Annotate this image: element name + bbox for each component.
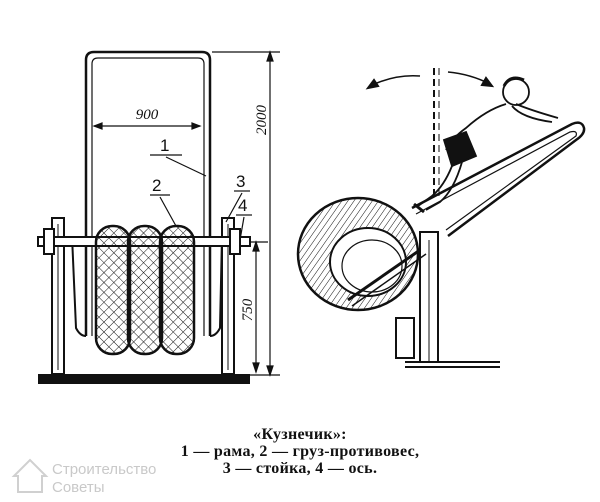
tire-3 [158,224,196,356]
callout-3: 3 [236,172,245,191]
dimension-750-label: 750 [240,298,256,321]
child-figure [413,76,559,214]
dimension-2000 [212,50,280,377]
dimension-750 [250,240,268,374]
caption-line1: 1 — рама, 2 — груз-противовес, [180,443,420,460]
callout-1: 1 [160,136,169,155]
callout-4: 4 [238,196,247,215]
watermark-line2: Советы [52,479,104,496]
side-rail-top [411,121,586,237]
frame [84,50,212,336]
watermark-line1: Строительство [52,461,156,478]
ground-base [38,374,250,384]
callout-2: 2 [152,176,161,195]
house-logo-icon [11,458,49,493]
watermark: Строительство Советы [11,458,156,496]
tire-1 [94,224,132,356]
side-view [296,68,586,368]
tire-2 [126,224,164,356]
dimension-2000-label: 2000 [254,105,270,136]
caption-title: «Кузнечик»: [253,426,347,443]
dimension-900 [92,122,202,130]
dimension-900-label: 900 [136,107,159,123]
front-view [37,50,251,384]
shorts [442,130,478,168]
callout-leaders [150,154,252,241]
caption-line2: 3 — стойка, 4 — ось. [222,460,378,477]
